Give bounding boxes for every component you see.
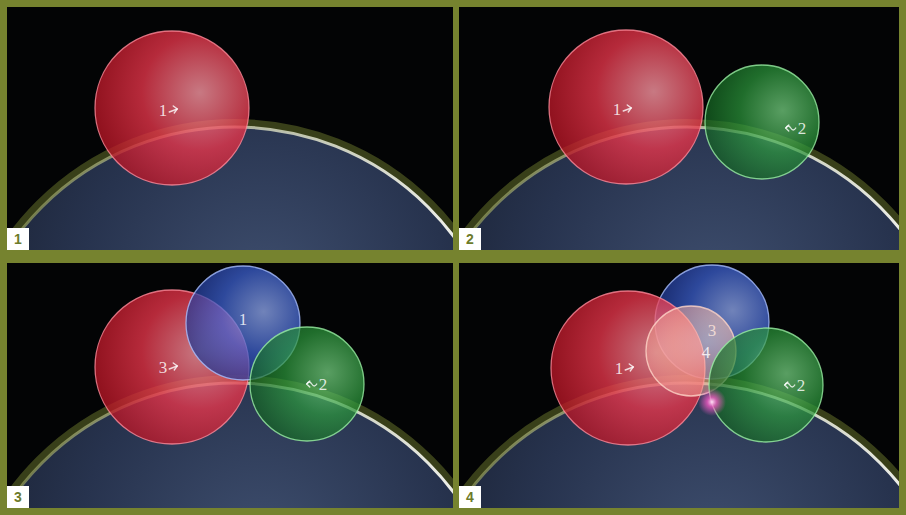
panel-number: 4: [459, 486, 481, 508]
callout-number: 1: [615, 360, 624, 377]
panel-number: 3: [7, 486, 29, 508]
circle-outline: [708, 327, 824, 443]
direction-arrow: [786, 125, 796, 131]
callout-number: 2: [319, 376, 328, 393]
panel-number-tag: 3: [7, 486, 29, 508]
direction-arrow: [169, 363, 177, 370]
callout-number: 1: [159, 102, 168, 119]
signal-circle: 2: [249, 326, 365, 442]
direction-arrow: [623, 105, 631, 112]
signal-circle: 1: [94, 30, 250, 186]
callout-number: 3: [159, 359, 168, 376]
circle-outline: [94, 30, 250, 186]
direction-arrow: [785, 382, 795, 388]
panel-number-tag: 1: [7, 228, 29, 250]
signal-circle: 2: [704, 64, 820, 180]
panel-number-tag: 4: [459, 486, 481, 508]
direction-arrow: [169, 106, 177, 113]
circle-outline: [249, 326, 365, 442]
callout-number: 2: [798, 120, 807, 137]
direction-arrow: [625, 364, 633, 371]
signal-circle: 1: [548, 29, 704, 185]
callout-number: 1: [239, 311, 248, 328]
direction-arrow: [307, 381, 317, 387]
panel-number: 1: [7, 228, 29, 250]
callout-number: 1: [613, 101, 622, 118]
panel-number: 2: [459, 228, 481, 250]
signal-circle: 2: [708, 327, 824, 443]
callout-number: 4: [702, 344, 711, 361]
panel-number-tag: 2: [459, 228, 481, 250]
circle-outline: [548, 29, 704, 185]
callout-number: 2: [797, 377, 806, 394]
